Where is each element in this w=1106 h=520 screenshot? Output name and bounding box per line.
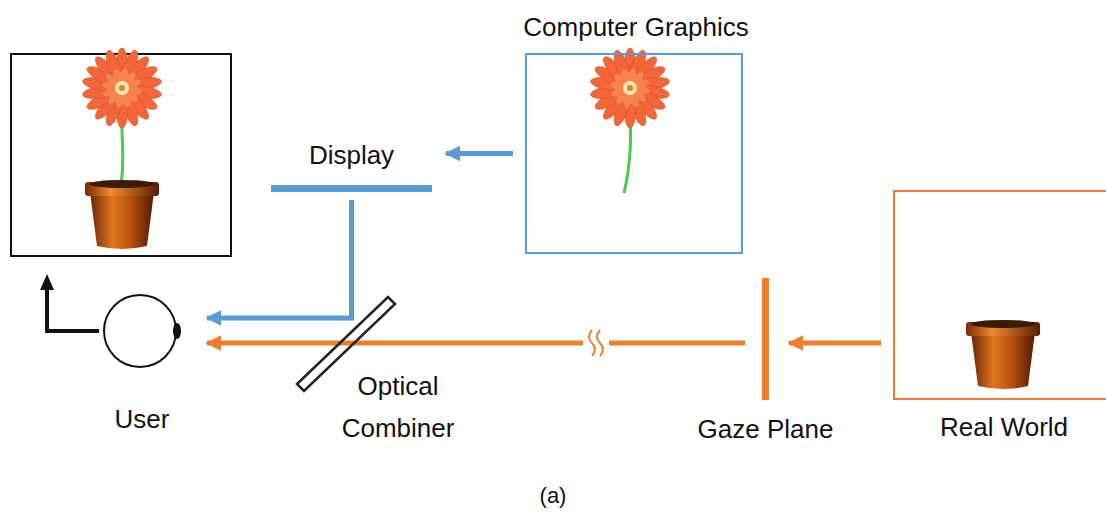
graphics-frame: Computer Graphics (525, 53, 743, 254)
flower-center (119, 85, 125, 91)
break-mark (597, 330, 603, 356)
caption: (a) (540, 482, 567, 510)
node-label: Real World (940, 412, 1068, 443)
pot (966, 320, 1040, 389)
pupil (173, 323, 181, 339)
light-path (207, 341, 745, 346)
break-mark (589, 330, 595, 356)
optical-combiner: Optical Combiner (295, 295, 397, 393)
view-frame (11, 54, 231, 256)
break-gap (583, 330, 609, 356)
light-path (446, 151, 513, 156)
flower (590, 48, 671, 128)
user-eye: User (103, 294, 177, 368)
light-path (789, 341, 881, 346)
flower-center (115, 81, 129, 95)
gaze-plane: Gaze Plane (762, 278, 769, 400)
node-label: Optical Combiner (323, 365, 473, 449)
real-world-frame: Real World (893, 190, 1106, 400)
flower-center (623, 81, 637, 95)
motion-arrow (47, 288, 99, 331)
light-path (207, 200, 352, 318)
display-bar: Display (271, 185, 432, 192)
arrowhead (40, 274, 54, 290)
node-label: Computer Graphics (523, 12, 748, 43)
node-label: User (115, 404, 170, 435)
node-label: Gaze Plane (698, 414, 834, 445)
flower-center (627, 85, 633, 91)
node-label: Display (309, 140, 394, 171)
flower (82, 48, 163, 128)
pot (85, 180, 159, 249)
